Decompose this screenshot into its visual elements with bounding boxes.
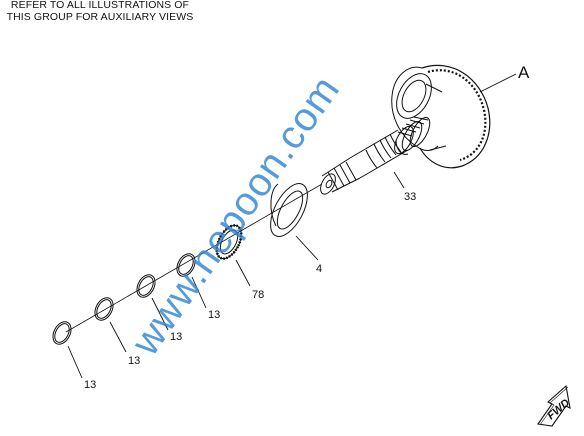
- callout-thrust-washer: 4: [316, 263, 322, 275]
- note-line-1: REFER TO ALL ILLUSTRATIONS OF: [10, 0, 190, 11]
- needle-bearing: [215, 224, 243, 260]
- seal-ring-4: [52, 321, 72, 345]
- callout-shaft: 33: [404, 191, 416, 203]
- callout-bearing: 78: [252, 289, 264, 301]
- callout-ring-3: 13: [128, 355, 140, 367]
- callout-ring-1: 13: [208, 309, 220, 321]
- callout-ring-2: 13: [170, 331, 182, 343]
- auxiliary-views-note: REFER TO ALL ILLUSTRATIONS OF THIS GROUP…: [0, 0, 200, 23]
- seal-ring-2: [136, 274, 156, 298]
- note-line-2: THIS GROUP FOR AUXILIARY VIEWS: [6, 10, 194, 23]
- drum-assembly: [391, 64, 491, 169]
- callout-ring-4: 13: [84, 379, 96, 391]
- seal-rings: [52, 253, 196, 345]
- assembly-centerline: [65, 183, 323, 333]
- seal-ring-1: [176, 253, 196, 277]
- leader-lines: [67, 73, 517, 379]
- seal-ring-3: [94, 297, 114, 321]
- output-shaft: [320, 129, 409, 195]
- watermark-text: www.nepoon.com: [123, 68, 349, 364]
- callout-assembly: A: [518, 63, 530, 82]
- thrust-washer: [270, 183, 308, 237]
- forward-arrow: FWD: [537, 384, 572, 427]
